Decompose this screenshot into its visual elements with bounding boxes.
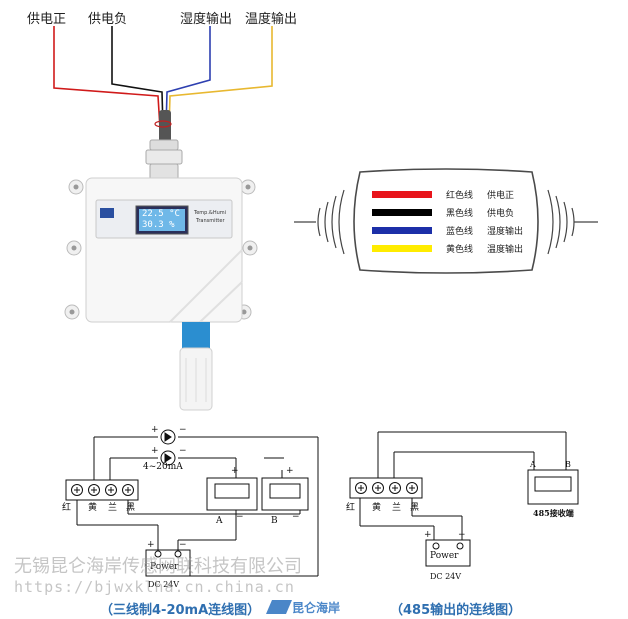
meter-b-plus: +: [286, 466, 294, 476]
legend-function: 湿度输出: [487, 227, 524, 237]
meter-b-minus: −: [292, 512, 300, 522]
label-power-positive: 供电正: [27, 12, 67, 27]
ammeter2-plus: +: [151, 446, 159, 456]
caption-4-20ma: （三线制4-20mA连线图）: [100, 603, 261, 618]
humidity-probe: [179, 322, 213, 411]
wiring-right-diagram: [359, 431, 567, 542]
terminal-block-right: [349, 477, 423, 499]
cable-gland: [145, 110, 183, 181]
device-label-line2: Transmitter: [196, 218, 225, 224]
wire-yellow: [168, 26, 273, 129]
caption-485: （485输出的连线图）: [390, 603, 522, 618]
wire-blue: [165, 26, 211, 129]
label-power-negative: 供电负: [88, 12, 128, 27]
wire-red: [53, 26, 161, 129]
receiver-label: 485接收端: [533, 508, 574, 518]
power-left-plus: +: [147, 540, 155, 550]
terminal-left-blue: 兰: [108, 503, 118, 513]
rs485-receiver: [527, 469, 579, 505]
wire-color-legend: [294, 168, 598, 274]
terminal-left-yellow: 黄: [88, 503, 98, 513]
device-label-line1: Temp.&Humi: [194, 210, 227, 216]
power-left-minus: −: [179, 540, 187, 550]
terminal-right-blue: 兰: [392, 503, 402, 513]
ammeter-icons: [160, 429, 176, 466]
receiver-port-a: A: [530, 460, 536, 469]
wire-black: [111, 26, 164, 129]
meter-a-plus: +: [231, 466, 239, 476]
lcd-temperature: 22.5 °C: [142, 209, 180, 219]
terminal-right-red: 红: [346, 503, 356, 513]
legend-color-name: 红色线: [446, 191, 474, 201]
receiver-port-b: B: [565, 460, 571, 469]
watermark-url: https://bjwxklha.cn.china.cn: [14, 578, 295, 596]
terminal-block-left: [65, 479, 139, 501]
legend-function: 温度输出: [487, 245, 524, 255]
legend-color-name: 蓝色线: [446, 227, 474, 237]
terminal-left-red: 红: [62, 503, 72, 513]
transmitter-device: [64, 177, 258, 323]
power-right-minus: −: [458, 530, 466, 540]
terminal-left-black: 黑: [126, 503, 136, 513]
watermark-company: 无锡昆仑海岸传感网联科技有限公司: [14, 556, 302, 577]
legend-color-name: 黄色线: [446, 245, 474, 255]
legend-color-name: 黑色线: [446, 209, 474, 219]
terminal-right-yellow: 黄: [372, 503, 382, 513]
current-label: 4~20mA: [143, 462, 183, 472]
legend-function: 供电负: [487, 209, 515, 219]
ammeter2-minus: −: [179, 446, 187, 456]
power-right-label: Power: [430, 551, 459, 561]
meter-a-minus: −: [236, 512, 244, 522]
power-supply-left: [145, 549, 191, 577]
ammeter1-plus: +: [151, 425, 159, 435]
ammeter1-minus: −: [179, 425, 187, 435]
power-right-plus: +: [424, 530, 432, 540]
meter-a-label: A: [216, 516, 223, 526]
label-humidity-output: 湿度输出: [180, 12, 233, 27]
legend-swatch: [372, 245, 432, 252]
wiring-left-diagram: [76, 436, 319, 577]
lcd-humidity: 30.3 %: [142, 220, 175, 230]
power-supply-right: [425, 539, 471, 567]
power-left-spec: DC 24V: [148, 580, 180, 589]
label-temperature-output: 温度输出: [245, 12, 298, 27]
legend-swatch: [372, 191, 432, 198]
power-left-label: Power: [150, 562, 179, 572]
legend-swatch: [372, 227, 432, 234]
company-logo: [266, 600, 292, 614]
meter-b: [261, 477, 309, 511]
logo-text: 昆仑海岸: [292, 601, 341, 615]
legend-swatch: [372, 209, 432, 216]
meter-b-label: B: [271, 516, 278, 526]
meter-a: [206, 477, 258, 511]
legend-swatches: [372, 191, 432, 252]
terminal-right-black: 黑: [410, 503, 420, 513]
legend-function: 供电正: [487, 191, 515, 201]
power-right-spec: DC 24V: [430, 572, 462, 581]
